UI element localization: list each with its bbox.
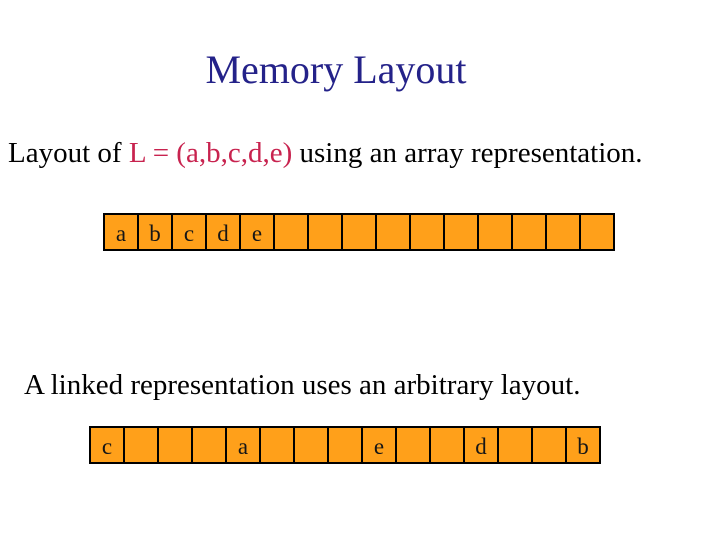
memory-cell-e: e [361,426,397,464]
memory-cell-empty [545,213,581,251]
memory-cell-d: d [205,213,241,251]
memory-cell-c: c [171,213,207,251]
memory-cell-empty [307,213,343,251]
memory-cell-empty [531,426,567,464]
slide-title: Memory Layout [205,47,467,92]
array-representation-sentence: Layout of L = (a,b,c,d,e) using an array… [8,136,643,170]
memory-cell-empty [443,213,479,251]
list-expression-text: L = (a,b,c,d,e) [128,137,293,169]
memory-cell-b: b [565,426,601,464]
memory-cell-empty [341,213,377,251]
intro-prefix-text: Layout of [8,137,129,169]
memory-cell-empty [259,426,295,464]
memory-cell-empty [579,213,615,251]
memory-cell-a: a [103,213,139,251]
memory-cell-empty [375,213,411,251]
memory-cell-empty [429,426,465,464]
memory-cell-c: c [89,426,125,464]
memory-cell-empty [191,426,227,464]
memory-cell-d: d [463,426,499,464]
memory-cell-empty [395,426,431,464]
memory-cell-empty [123,426,159,464]
memory-cell-empty [511,213,547,251]
memory-cell-a: a [225,426,261,464]
memory-cell-empty [293,426,329,464]
memory-cell-b: b [137,213,173,251]
memory-cell-empty [477,213,513,251]
memory-cell-empty [157,426,193,464]
intro-suffix-text: using an array representation. [292,137,643,169]
memory-cell-empty [273,213,309,251]
memory-cell-empty [327,426,363,464]
memory-cell-e: e [239,213,275,251]
memory-cell-empty [497,426,533,464]
linked-representation-sentence: A linked representation uses an arbitrar… [24,369,581,401]
memory-cell-empty [409,213,445,251]
